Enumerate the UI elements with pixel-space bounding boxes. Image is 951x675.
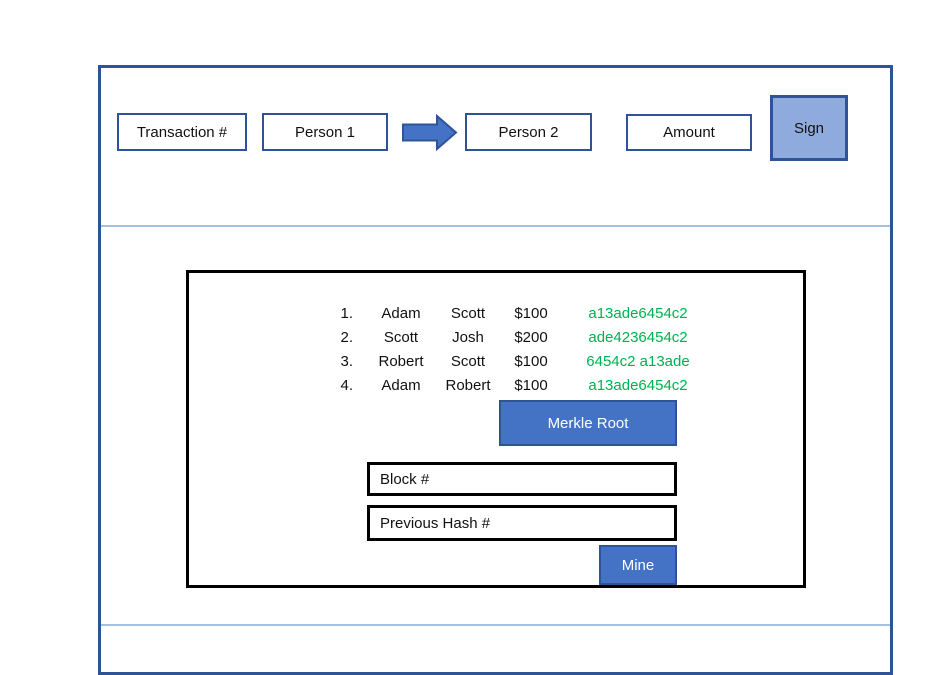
transaction-row: 1. Adam Scott $100 a13ade6454c2 bbox=[339, 302, 709, 326]
transaction-row: 3. Robert Scott $100 6454c2 a13ade bbox=[339, 350, 709, 374]
amount-field[interactable]: Amount bbox=[626, 114, 752, 151]
tx-num: 1. bbox=[340, 305, 353, 322]
arrow-right-icon bbox=[402, 113, 458, 152]
tx-to: Josh bbox=[452, 329, 484, 346]
tx-hash: a13ade6454c2 bbox=[588, 377, 688, 394]
transaction-row: 4. Adam Robert $100 a13ade6454c2 bbox=[339, 374, 709, 398]
person2-field[interactable]: Person 2 bbox=[465, 113, 592, 151]
sign-button[interactable]: Sign bbox=[770, 95, 848, 161]
tx-num: 2. bbox=[340, 329, 353, 346]
block-number-field[interactable]: Block # bbox=[367, 462, 677, 496]
section-divider-bottom bbox=[101, 624, 890, 626]
block-container: 1. Adam Scott $100 a13ade6454c2 2. Scott… bbox=[186, 270, 806, 588]
tx-from: Adam bbox=[381, 377, 421, 394]
transaction-list: 1. Adam Scott $100 a13ade6454c2 2. Scott… bbox=[339, 302, 709, 398]
tx-to: Robert bbox=[445, 377, 491, 394]
tx-hash: a13ade6454c2 bbox=[588, 305, 688, 322]
tx-hash: 6454c2 a13ade bbox=[586, 353, 690, 370]
tx-amount: $200 bbox=[514, 329, 548, 346]
tx-num: 4. bbox=[340, 377, 353, 394]
tx-amount: $100 bbox=[514, 377, 548, 394]
tx-amount: $100 bbox=[514, 305, 548, 322]
transaction-row: 2. Scott Josh $200 ade4236454c2 bbox=[339, 326, 709, 350]
tx-num: 3. bbox=[340, 353, 353, 370]
tx-from: Robert bbox=[378, 353, 424, 370]
tx-amount: $100 bbox=[514, 353, 548, 370]
tx-to: Scott bbox=[450, 305, 486, 322]
transaction-number-field[interactable]: Transaction # bbox=[117, 113, 247, 151]
merkle-root-button[interactable]: Merkle Root bbox=[499, 400, 677, 446]
tx-from: Scott bbox=[383, 329, 419, 346]
person1-field[interactable]: Person 1 bbox=[262, 113, 388, 151]
mine-button[interactable]: Mine bbox=[599, 545, 677, 585]
previous-hash-field[interactable]: Previous Hash # bbox=[367, 505, 677, 541]
tx-from: Adam bbox=[381, 305, 421, 322]
tx-hash: ade4236454c2 bbox=[588, 329, 688, 346]
tx-to: Scott bbox=[450, 353, 486, 370]
section-divider-top bbox=[101, 225, 890, 227]
